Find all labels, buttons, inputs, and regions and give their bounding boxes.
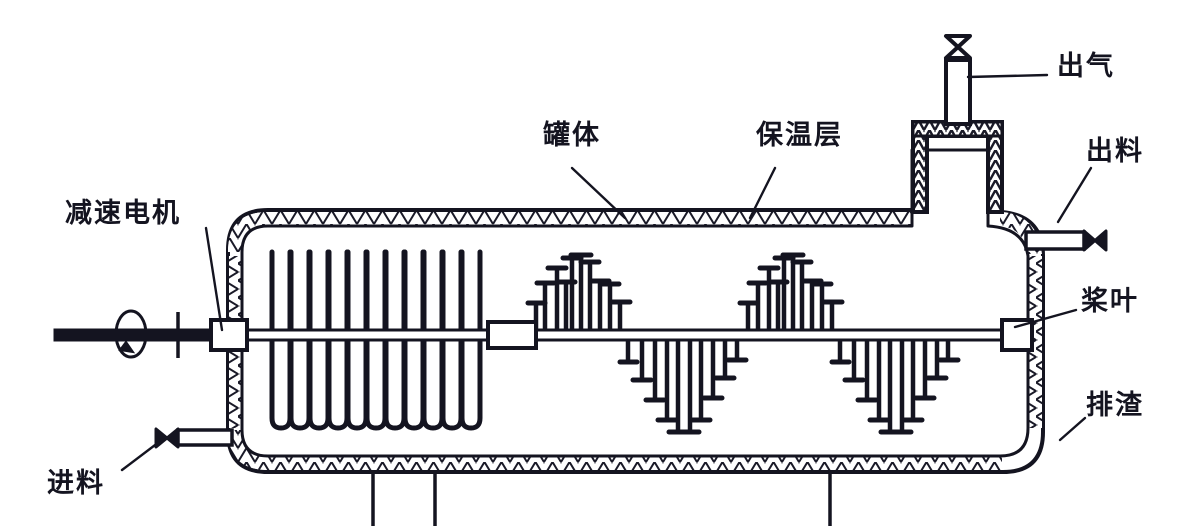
material-outlet-valve-icon xyxy=(1082,229,1108,252)
paddle-cluster-left xyxy=(525,252,749,435)
label-tank-body: 罐体 xyxy=(543,120,601,151)
label-gas-outlet: 出气 xyxy=(1057,51,1115,82)
rotation-arrow xyxy=(114,309,148,359)
leader-line-motor xyxy=(204,226,224,332)
shaft-seal-left xyxy=(209,318,249,352)
label-paddle: 桨叶 xyxy=(1081,286,1139,317)
gas-stack-pipe xyxy=(944,58,972,126)
label-reduction-motor: 减速电机 xyxy=(65,198,181,229)
feed-pipe-body xyxy=(176,428,234,447)
insulation-band-bottom xyxy=(228,430,1002,470)
outlet-pipe-body xyxy=(1024,230,1086,251)
leader-line-slag-discharge xyxy=(1058,416,1087,442)
leader-line-paddle xyxy=(1013,308,1078,329)
shaft-bearings xyxy=(209,318,1034,352)
label-insulation-layer: 保温层 xyxy=(756,120,843,151)
shaft-bearing-right xyxy=(1000,318,1034,352)
shell-outer-outline xyxy=(226,134,1045,474)
feed-inlet-pipe xyxy=(154,427,234,449)
shaft-coupling-mid xyxy=(486,320,538,350)
leader-line-tank-body xyxy=(570,166,627,220)
rotation-arrow-loop xyxy=(114,309,148,359)
bottom-nozzles xyxy=(371,470,832,526)
leader-line-feed-inlet xyxy=(120,437,165,472)
label-material-outlet: 出料 xyxy=(1086,136,1144,167)
leader-line-material-outlet xyxy=(1056,166,1093,224)
material-outlet-pipe xyxy=(1024,229,1108,252)
serpentine-heating-coil xyxy=(269,249,483,431)
gas-outlet-valve-icon xyxy=(944,34,972,60)
gas-outlet-stack xyxy=(944,34,972,126)
dome-top-wall xyxy=(911,120,1004,138)
insulation-band-right xyxy=(1028,256,1042,428)
paddle-cluster-right xyxy=(737,252,961,435)
vapor-dome-neck xyxy=(911,120,1004,214)
leader-line-insulation xyxy=(748,166,777,220)
label-feed-inlet: 进料 xyxy=(47,468,105,499)
leader-line-gas-outlet xyxy=(966,73,1049,79)
label-leader-lines xyxy=(120,73,1093,472)
tank-shell xyxy=(226,134,1045,474)
feed-inlet-valve-icon xyxy=(154,427,180,449)
insulation-band-top xyxy=(228,212,912,252)
shell-inner-outline xyxy=(240,148,1030,458)
rotation-arrow-head xyxy=(118,340,136,354)
label-slag-discharge: 排渣 xyxy=(1086,390,1144,421)
